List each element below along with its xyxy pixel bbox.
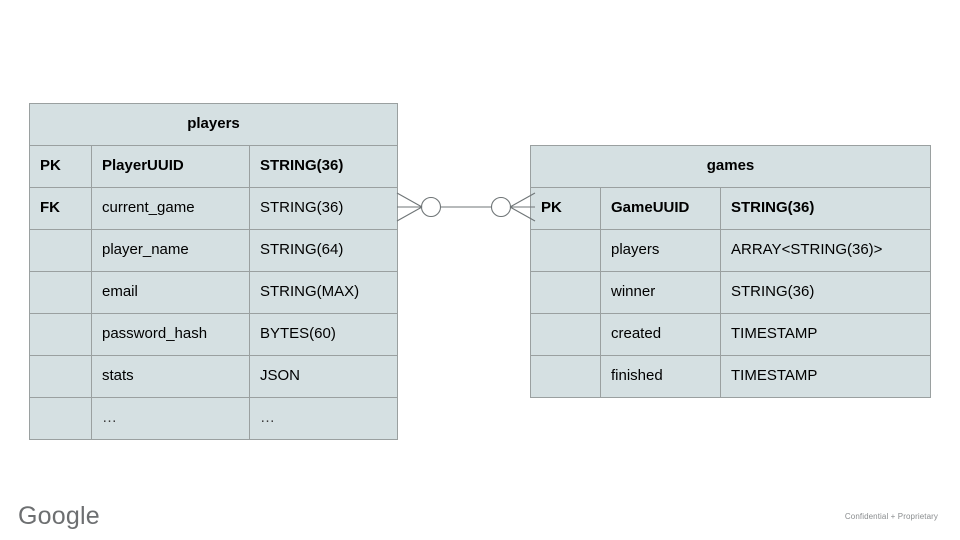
row-field-name: winner	[600, 271, 721, 314]
table-row: PK PlayerUUID STRING(36)	[29, 145, 398, 188]
row-field-type: BYTES(60)	[249, 313, 398, 356]
row-field-type: STRING(36)	[720, 187, 931, 230]
entity-table-games: games PK GameUUID STRING(36) players ARR…	[530, 145, 931, 398]
row-field-type: STRING(36)	[249, 187, 398, 230]
cardinality-zero-circle-left	[420, 196, 442, 218]
row-key-badge	[530, 313, 601, 356]
row-field-name: GameUUID	[600, 187, 721, 230]
row-field-name: …	[91, 397, 250, 440]
row-key-badge	[530, 355, 601, 398]
google-logo: Google	[18, 502, 100, 530]
row-key-badge: PK	[530, 187, 601, 230]
entity-title-row: players	[29, 103, 398, 146]
crowfoot-right-icon	[509, 192, 536, 222]
row-field-name: player_name	[91, 229, 250, 272]
row-field-type: JSON	[249, 355, 398, 398]
row-field-name: current_game	[91, 187, 250, 230]
row-field-name: finished	[600, 355, 721, 398]
entity-title-players: players	[29, 103, 398, 146]
table-row: winner STRING(36)	[530, 271, 931, 314]
row-field-type: TIMESTAMP	[720, 313, 931, 356]
row-key-badge: FK	[29, 187, 92, 230]
table-row: stats JSON	[29, 355, 398, 398]
entity-title-games: games	[530, 145, 931, 188]
table-row: players ARRAY<STRING(36)>	[530, 229, 931, 272]
row-field-name: players	[600, 229, 721, 272]
row-field-type: STRING(36)	[249, 145, 398, 188]
table-row: email STRING(MAX)	[29, 271, 398, 314]
row-key-badge	[29, 397, 92, 440]
entity-title-row: games	[530, 145, 931, 188]
row-key-badge	[29, 313, 92, 356]
row-field-type: STRING(64)	[249, 229, 398, 272]
table-row: password_hash BYTES(60)	[29, 313, 398, 356]
relationship-connector	[396, 192, 536, 222]
row-field-type: ARRAY<STRING(36)>	[720, 229, 931, 272]
row-field-type: …	[249, 397, 398, 440]
row-key-badge	[29, 229, 92, 272]
table-row: player_name STRING(64)	[29, 229, 398, 272]
row-field-name: email	[91, 271, 250, 314]
row-field-name: created	[600, 313, 721, 356]
row-key-badge	[530, 271, 601, 314]
row-field-type: TIMESTAMP	[720, 355, 931, 398]
table-row: FK current_game STRING(36)	[29, 187, 398, 230]
row-key-badge	[29, 271, 92, 314]
row-field-name: PlayerUUID	[91, 145, 250, 188]
confidentiality-note: Confidential + Proprietary	[844, 512, 938, 521]
row-field-name: stats	[91, 355, 250, 398]
crowfoot-left-icon	[396, 192, 423, 222]
row-key-badge: PK	[29, 145, 92, 188]
table-row: finished TIMESTAMP	[530, 355, 931, 398]
cardinality-zero-circle-right	[490, 196, 512, 218]
row-field-type: STRING(MAX)	[249, 271, 398, 314]
table-row: PK GameUUID STRING(36)	[530, 187, 931, 230]
row-field-name: password_hash	[91, 313, 250, 356]
table-row: … …	[29, 397, 398, 440]
entity-table-players: players PK PlayerUUID STRING(36) FK curr…	[29, 103, 398, 440]
row-key-badge	[29, 355, 92, 398]
row-field-type: STRING(36)	[720, 271, 931, 314]
table-row: created TIMESTAMP	[530, 313, 931, 356]
